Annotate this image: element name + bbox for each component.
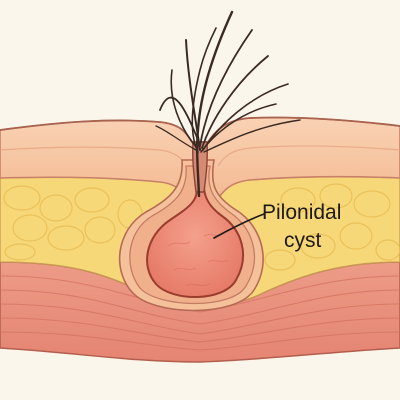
cyst-texture <box>167 233 229 287</box>
cyst <box>146 185 245 299</box>
label-pointer-line <box>213 213 265 239</box>
hairs <box>155 10 301 198</box>
muscle-fibers <box>0 275 400 351</box>
cyst-label-line1: Pilonidal <box>262 201 342 224</box>
fat-cells <box>3 183 400 271</box>
dermis-line <box>0 145 400 167</box>
cyst-label-line2: cyst <box>284 229 322 252</box>
